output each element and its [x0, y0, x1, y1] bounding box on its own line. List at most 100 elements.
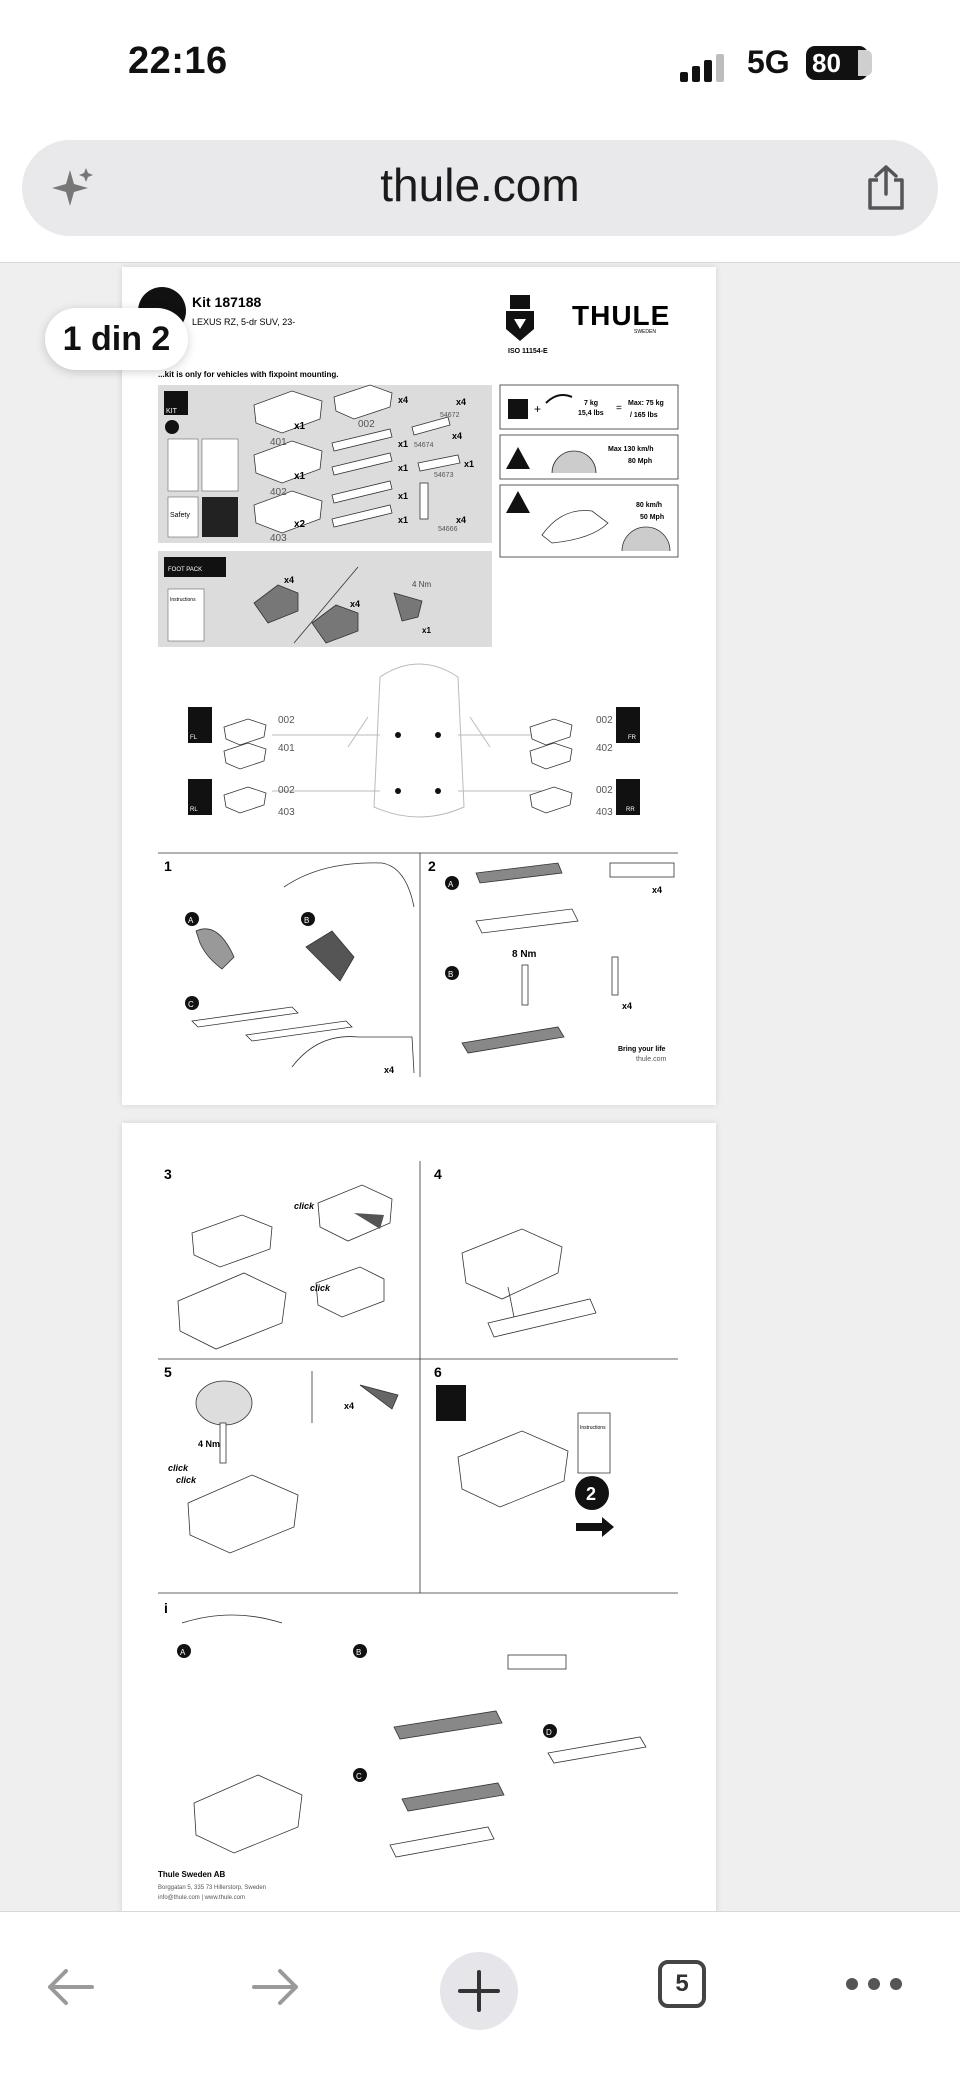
thule-sweden-label: SWEDEN	[634, 329, 656, 335]
svg-text:Max 130 km/h: Max 130 km/h	[608, 446, 654, 453]
signal-strength-icon	[680, 52, 730, 82]
svg-text:402: 402	[596, 743, 613, 754]
more-icon[interactable]	[846, 1978, 906, 1992]
pdf-page-1: Kit 187188 LEXUS RZ, 5-dr SUV, 23- ...ki…	[122, 267, 716, 1105]
kit-badge	[164, 391, 188, 415]
svg-text:3: 3	[164, 1166, 172, 1182]
svg-text:002: 002	[596, 785, 613, 796]
kit-label: KIT	[166, 408, 178, 415]
charging-icon	[858, 50, 872, 76]
svg-text:x4: x4	[456, 397, 466, 407]
svg-text:x4: x4	[284, 575, 294, 585]
svg-text:x1: x1	[294, 421, 306, 432]
svg-text:A: A	[188, 916, 194, 925]
svg-text:54672: 54672	[440, 412, 460, 419]
svg-text:402: 402	[270, 487, 287, 498]
pdf-viewer[interactable]: Kit 187188 LEXUS RZ, 5-dr SUV, 23- ...ki…	[0, 263, 960, 1911]
svg-text:x4: x4	[622, 1001, 632, 1011]
vehicle-text: LEXUS RZ, 5-dr SUV, 23-	[192, 317, 295, 327]
svg-text:x1: x1	[398, 491, 408, 501]
page-indicator: 1 din 2	[45, 308, 188, 370]
svg-text:Thule Sweden AB: Thule Sweden AB	[158, 1870, 225, 1879]
svg-text:x2: x2	[294, 519, 306, 530]
battery-indicator: 80	[806, 46, 868, 80]
pdf-page-2: 3 4 5 6 click click 4 Nm click	[122, 1123, 716, 1911]
svg-text:403: 403	[278, 807, 295, 818]
svg-text:Max: 75 kg: Max: 75 kg	[628, 400, 664, 407]
svg-text:=: =	[616, 403, 622, 414]
address-bar[interactable]: thule.com	[22, 140, 938, 236]
svg-text:Instructions: Instructions	[580, 1425, 606, 1431]
svg-text:x4: x4	[398, 395, 408, 405]
svg-text:002: 002	[358, 419, 375, 430]
svg-text:x4: x4	[456, 515, 466, 525]
svg-text:403: 403	[270, 533, 287, 544]
forward-arrow-icon[interactable]	[240, 1952, 310, 2022]
new-tab-button[interactable]	[440, 1952, 518, 2030]
status-bar: 22:16 5G 80	[0, 0, 960, 130]
svg-text:x1: x1	[294, 471, 306, 482]
tabs-icon[interactable]: 5	[658, 1960, 706, 2008]
svg-text:5: 5	[164, 1364, 172, 1380]
svg-text:C: C	[188, 1000, 194, 1009]
svg-text:1: 1	[164, 858, 172, 874]
svg-text:15,4 lbs: 15,4 lbs	[578, 410, 604, 417]
svg-text:54673: 54673	[434, 472, 454, 479]
svg-text:x4: x4	[384, 1065, 394, 1075]
bottom-toolbar: 5	[0, 1911, 960, 2082]
svg-text:B: B	[304, 916, 309, 925]
svg-text:click: click	[294, 1201, 315, 1211]
svg-text:info@thule.com | www.thule.com: info@thule.com | www.thule.com	[158, 1895, 245, 1901]
svg-text:x4: x4	[344, 1401, 354, 1411]
instruction-sheet-1: Kit 187188 LEXUS RZ, 5-dr SUV, 23- ...ki…	[138, 287, 679, 1077]
svg-text:x1: x1	[398, 463, 408, 473]
svg-text:FL: FL	[190, 735, 198, 741]
url-text[interactable]: thule.com	[380, 159, 580, 211]
iso-label: ISO 11154-E	[508, 348, 548, 355]
instruction-sheet-2: 3 4 5 6 click click 4 Nm click	[158, 1161, 678, 1901]
svg-text:2: 2	[428, 858, 436, 874]
svg-text:401: 401	[278, 743, 295, 754]
svg-text:4 Nm: 4 Nm	[198, 1439, 220, 1449]
plus-icon	[458, 1970, 500, 2012]
svg-text:C: C	[356, 1772, 362, 1781]
network-type: 5G	[747, 44, 790, 80]
svg-text:x4: x4	[652, 885, 662, 895]
svg-text:54666: 54666	[438, 526, 458, 533]
svg-text:RR: RR	[626, 807, 635, 813]
status-time: 22:16	[128, 40, 228, 82]
svg-text:x1: x1	[422, 626, 431, 635]
weight-icon	[508, 399, 528, 419]
svg-text:002: 002	[278, 785, 295, 796]
svg-text:x1: x1	[464, 459, 474, 469]
svg-text:4 Nm: 4 Nm	[412, 580, 431, 589]
svg-text:54674: 54674	[414, 442, 434, 449]
svg-text:A: A	[180, 1648, 186, 1657]
svg-text:i: i	[164, 1600, 168, 1616]
svg-text:x4: x4	[452, 431, 462, 441]
svg-text:002: 002	[278, 715, 295, 726]
svg-text:2: 2	[586, 1484, 596, 1504]
svg-text:7 kg: 7 kg	[584, 400, 598, 407]
header-divider	[0, 262, 960, 263]
safety-label: Safety	[170, 512, 190, 519]
svg-text:+: +	[534, 402, 541, 416]
svg-text:x1: x1	[398, 515, 408, 525]
svg-text:401: 401	[270, 437, 287, 448]
svg-text:6: 6	[434, 1364, 442, 1380]
svg-text:click: click	[168, 1463, 189, 1473]
kit-title: Kit 187188	[192, 294, 261, 310]
share-icon[interactable]	[864, 164, 908, 212]
svg-text:D: D	[546, 1728, 552, 1737]
warning-icon	[506, 447, 530, 469]
fixpoint-note: ...kit is only for vehicles with fixpoin…	[158, 370, 338, 379]
svg-text:RL: RL	[190, 807, 198, 813]
thule-logo: THULE	[572, 300, 670, 331]
sparkle-icon[interactable]	[50, 166, 94, 210]
svg-text:8 Nm: 8 Nm	[512, 949, 537, 960]
load-box	[499, 384, 679, 430]
back-arrow-icon[interactable]	[36, 1952, 106, 2022]
car-diagram	[272, 663, 560, 818]
svg-text:FR: FR	[628, 735, 637, 741]
svg-text:B: B	[356, 1648, 361, 1657]
